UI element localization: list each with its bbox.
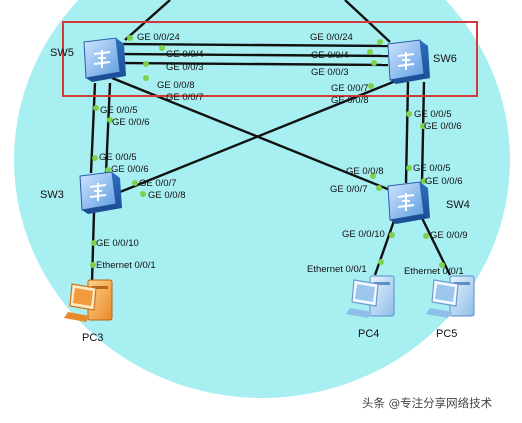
- port-label: GE 0/0/4: [166, 49, 204, 60]
- port-label: GE 0/0/3: [311, 67, 349, 78]
- port-label: GE 0/0/24: [310, 32, 353, 43]
- port-label: Ethernet 0/0/1: [307, 264, 367, 275]
- cable-top-left: [124, 0, 171, 41]
- cable-sw5-sw6-g24: [117, 42, 389, 48]
- cable-sw5-sw6-g4: [117, 52, 389, 58]
- sw4-label: SW4: [446, 199, 470, 211]
- sw5-label: SW5: [50, 47, 74, 59]
- port-label: Ethernet 0/0/1: [404, 266, 464, 277]
- cable-sw5-sw3-a: [89, 82, 97, 174]
- port-label: GE 0/0/4: [311, 50, 349, 61]
- highlight-box: [62, 21, 478, 97]
- port-label: GE 0/0/6: [111, 164, 149, 175]
- port-label: GE 0/0/3: [166, 62, 204, 73]
- port-label: GE 0/0/7: [330, 184, 368, 195]
- port-label: GE 0/0/7: [331, 83, 369, 94]
- port-label: GE 0/0/7: [139, 178, 177, 189]
- sw6-label: SW6: [433, 53, 457, 65]
- cable-sw4-pc5: [420, 217, 452, 276]
- port-label: GE 0/0/10: [342, 229, 385, 240]
- port-label: GE 0/0/6: [424, 121, 462, 132]
- pc4-label: PC4: [358, 328, 379, 340]
- cable-sw6-sw4-a: [404, 81, 410, 184]
- port-label: GE 0/0/10: [96, 238, 139, 249]
- cable-sw5-sw6-g3: [117, 61, 389, 67]
- port-label: GE 0/0/5: [100, 105, 138, 116]
- sw3-label: SW3: [40, 189, 64, 201]
- cable-sw5-sw3-b: [104, 82, 112, 174]
- cable-sw6-sw4-b: [420, 81, 426, 184]
- port-label: GE 0/0/6: [112, 117, 150, 128]
- cable-sw3-pc3: [90, 211, 96, 284]
- switch-sw3-icon[interactable]: [79, 171, 122, 214]
- watermark-text: 头条 @专注分享网络技术: [362, 396, 493, 410]
- pc5-label: PC5: [436, 328, 457, 340]
- port-label: GE 0/0/6: [425, 176, 463, 187]
- switch-sw6-icon[interactable]: [387, 39, 430, 84]
- switch-sw4-icon[interactable]: [387, 181, 430, 224]
- port-label: GE 0/0/9: [430, 230, 468, 241]
- switch-sw5-icon[interactable]: [83, 37, 126, 82]
- pc4-icon[interactable]: [346, 275, 395, 318]
- cable-sw4-pc4: [373, 217, 397, 276]
- cables: [89, 0, 452, 284]
- port-label: GE 0/0/5: [414, 109, 452, 120]
- port-label: GE 0/0/8: [157, 80, 195, 91]
- port-label: GE 0/0/5: [99, 152, 137, 163]
- port-label: GE 0/0/8: [331, 95, 369, 106]
- port-dots: [90, 35, 445, 268]
- port-label: GE 0/0/8: [346, 166, 384, 177]
- pc3-label: PC3: [82, 332, 103, 344]
- port-label: GE 0/0/7: [166, 92, 204, 103]
- port-label: GE 0/0/5: [413, 163, 451, 174]
- port-label: GE 0/0/24: [137, 32, 180, 43]
- pc5-icon[interactable]: [426, 275, 475, 318]
- port-label: GE 0/0/8: [148, 190, 186, 201]
- port-label: Ethernet 0/0/1: [96, 260, 156, 271]
- pc3-icon[interactable]: [64, 279, 113, 322]
